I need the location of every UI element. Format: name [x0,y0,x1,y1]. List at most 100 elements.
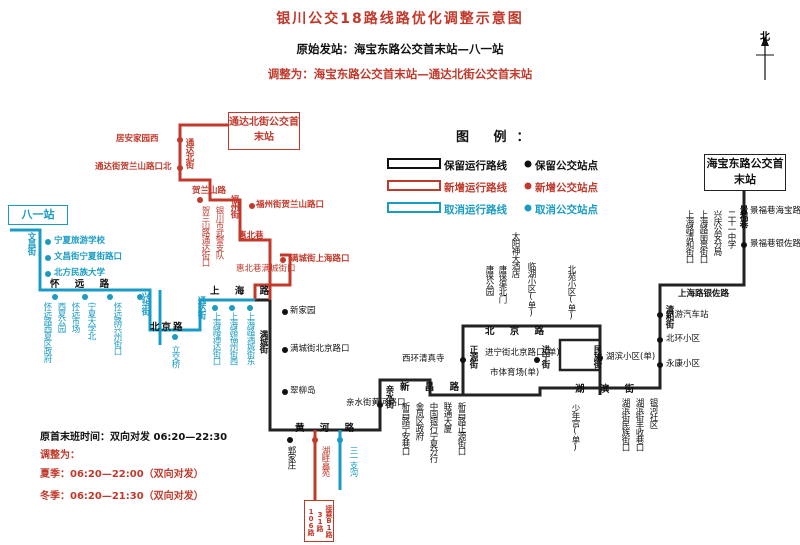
stop-beiyuan: 北苑小区(单) [566,265,576,321]
stop-top1-3: 二十一中学 [726,210,736,248]
stop-top1-2: 兴庆公安分局 [712,210,722,255]
stop-west-2: 怀远市场 [70,302,80,332]
stop-mancheng-sh: 满城街上海路口 [290,254,350,264]
tongda-terminal: 通达北街公交首末站 [228,112,300,150]
legend-retained-stop: 保留公交站点 [535,160,598,172]
stop-top2-3: 临湖小区(单) [526,262,536,318]
stop-fuzhou-hl: 福州街贺兰山路口 [256,200,325,210]
stop-tongdabei-hl: 通达街贺兰山路口北 [95,162,172,172]
north-arrow-icon [756,36,774,80]
stop-xc-0: 新昌路宁安巷口 [400,402,410,455]
stop-jingfu-haibao: 景福巷海宝路口 [750,206,800,216]
stop-guojiazhuang: 郭家庄 [286,446,296,469]
stop-beifang: 北方民族大学 [54,268,106,278]
new-stops [177,137,318,443]
stop-sanyi: 三一支沟 [348,446,358,476]
legend-samples [387,158,532,213]
street-xinghua: 兴华街 [140,292,150,315]
legend-new-line: 新增运行路线 [444,182,507,194]
adjusted-route-text: 调整为：海宝东路公交首末站—通达北街公交首末站 [267,67,533,81]
schedule-adjust: 调整为： [40,450,80,461]
stop-xc-1: 金凤区政府 [414,402,424,440]
street-tongda: 通达街 [196,296,206,319]
stop-jinning-bjl: 进宁街北京路口(单) [485,348,560,358]
stop-helanshan-tongda: 贺兰山路通达街口 [200,206,210,266]
map-title: 银川公交18路线路优化调整示意图 [276,11,524,27]
stop-sh-fuzhou: 上海路福州街西 [228,312,238,365]
stop-xc-3: 联通大厦 [442,402,452,432]
stop-cuiliu: 翠柳岛 [290,386,316,396]
stop-west-3: 宁夏大学北 [86,302,96,340]
street-huanghe: 黄 河 路 [295,423,361,434]
street-tongdabei: 通达北街 [184,138,194,168]
street-wenchang: 文昌街 [26,232,36,255]
stop-west-0: 怀远路西夏区政府 [42,302,52,362]
stop-top2-2: 唐徕渠北门 [497,265,507,303]
street-xinchang: 新 昌 路 [400,382,466,393]
street-beijing-e: 北 京 路 [485,326,551,337]
stop-xc-4: 新昌路正源街口 [456,402,466,455]
retained-stops [282,209,747,443]
stop-xinjiayuan: 新家园 [290,306,316,316]
street-jinning: 进宁街 [540,345,550,368]
stop-west-1: 西夏公园 [56,302,66,332]
north-label: 北 [760,32,770,43]
stop-west-4: 怀远路兴州街口 [112,302,122,355]
street-minzu: 民族街 [592,345,602,368]
original-route-text: 原始发站：海宝东路公交首末站—八一站 [296,42,504,56]
stop-shaonian: 少年宫(单) [570,404,580,452]
street-huaiyuan: 怀 远 路 [50,279,116,290]
schedule-summer: 夏季：06:20—22:00（双向对发） [40,469,204,480]
stop-yongkang: 永康小区 [666,359,701,369]
stop-hupan: 湖畔嘉苑 [320,446,330,476]
stop-sh-tongda: 上海路通达街口 [211,312,221,365]
stop-lijiao: 立交桥 [170,345,180,368]
stop-hubin-qu: 湖滨小区(单) [606,352,656,362]
stop-huibei-mancheng: 惠北巷满城街口 [236,264,296,274]
legend-cancel-stop: 取消公交站点 [535,204,598,216]
street-helanshan: 贺兰山路 [192,186,227,196]
stop-hb-1: 湖滨街丰收巷口 [634,398,644,451]
stop-hb-0: 湖滨街民族街口 [620,398,630,451]
stop-qinshui-hhl: 亲水街黄河路口 [346,398,406,408]
legend-title: 图 例： [456,130,540,145]
street-fuzhou: 福州街 [229,195,239,218]
street-shanghai-w: 上 海 路 [210,286,276,297]
street-jingfu: 景福巷 [738,205,748,228]
stop-top1-0: 上海路清和街口 [684,210,694,263]
legend-new-stop: 新增公交站点 [535,182,598,194]
stop-juan: 居安家园西 [116,134,159,144]
street-mancheng: 满城街 [258,330,268,353]
stop-top2-0: 太阳神大酒店 [510,232,520,277]
haibao-terminal: 海宝东路公交首末站 [704,154,786,191]
stop-sh-mancheng: 上海路满城街东 [245,312,255,365]
street-hubin: 湖 滨 街 [575,384,641,395]
stop-top1-1: 上海路丽景街口 [698,210,708,263]
street-qinghe: 清和街 [664,305,674,328]
transfer-box: 接乘B1路31路106路 [304,500,334,542]
stop-mancheng-bjl: 满城街北京路口 [290,344,350,354]
stop-wujing: 银川市武警支队 [214,206,224,259]
stop-hb-2: 银河社区 [648,398,658,428]
stop-lvyou-school: 宁夏旅游学校 [54,236,106,246]
stop-lvyou: 旅游汽车站 [666,310,709,320]
bayi-terminal: 八一站 [8,205,68,225]
schedule-original: 原首末班时间：双向对发 06:20—22:30 [40,432,228,443]
stop-xc-2: 中国银行宁夏分行 [428,402,438,462]
stop-shiti: 市体育场(单) [490,368,540,378]
street-zhengyuan: 正源街 [468,345,478,368]
legend-retained-line: 保留运行路线 [444,160,507,172]
cancelled-stops [45,239,343,443]
stop-top2-1: 唐徕公园 [484,265,494,295]
stop-beihuan: 北环小区 [666,334,701,344]
stop-xihuan: 西环清真寺 [402,354,445,364]
schedule-winter: 冬季：06:20—21:30（双向对发） [40,491,204,502]
stop-wenchang-ning: 文昌街宁夏街路口 [54,252,123,262]
street-qinshui: 亲水街 [384,385,394,408]
street-shanghai-yinzuo: 上海路银佐路 [678,289,730,299]
stop-jingfu-yinzuo: 景福巷银佐路口 [750,239,800,249]
street-huibei: 惠北巷 [238,231,264,241]
street-beijing-w: 北京路 [150,322,185,333]
legend-cancel-line: 取消运行路线 [444,204,507,216]
